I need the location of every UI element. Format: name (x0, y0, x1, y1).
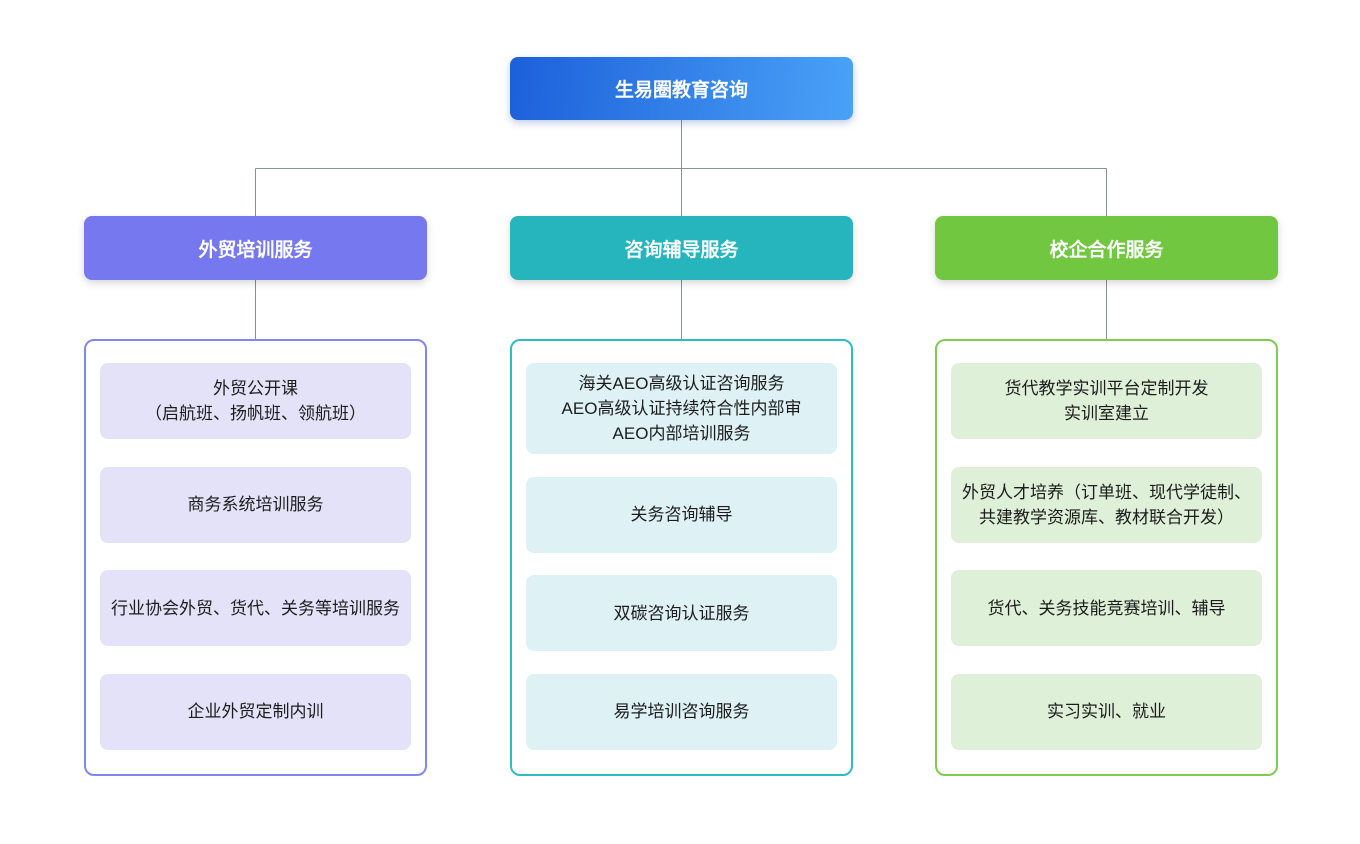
branch-header-trade-training: 外贸培训服务 (84, 216, 427, 280)
leaf-item: 外贸人才培养（订单班、现代学徒制、共建教学资源库、教材联合开发） (951, 466, 1262, 543)
leaf-item-text: 易学培训咨询服务 (613, 702, 750, 722)
leaf-item-text: 货代教学实训平台定制开发 实训室建立 (1004, 379, 1209, 423)
leaf-item-text: 双碳咨询认证服务 (613, 603, 750, 623)
leaf-item: 易学培训咨询服务 (526, 673, 837, 750)
branch-header-label: 咨询辅导服务 (624, 239, 739, 261)
leaf-item: 外贸公开课 （启航班、扬帆班、领航班） (100, 363, 411, 439)
leaf-item-text: 海关AEO高级认证咨询服务 AEO高级认证持续符合性内部审 AEO内部培训服务 (561, 374, 802, 443)
root-node-label: 生易圈教育咨询 (614, 80, 748, 101)
branch-header-school-enterprise: 校企合作服务 (935, 216, 1278, 280)
leaf-item: 货代教学实训平台定制开发 实训室建立 (951, 363, 1262, 439)
leaf-item: 行业协会外贸、货代、关务等培训服务 (100, 570, 411, 647)
leaf-item: 双碳咨询认证服务 (526, 575, 837, 652)
leaf-item-text: 实习实训、就业 (1047, 702, 1166, 722)
branch-container-school-enterprise: 货代教学实训平台定制开发 实训室建立 外贸人才培养（订单班、现代学徒制、共建教学… (935, 339, 1278, 776)
leaf-item: 企业外贸定制内训 (100, 673, 411, 750)
root-node: 生易圈教育咨询 (510, 57, 853, 120)
branch-container-trade-training: 外贸公开课 （启航班、扬帆班、领航班） 商务系统培训服务 行业协会外贸、货代、关… (84, 339, 427, 776)
leaf-item: 商务系统培训服务 (100, 466, 411, 543)
branch-header-consulting: 咨询辅导服务 (510, 216, 853, 280)
branch-header-label: 校企合作服务 (1049, 239, 1164, 261)
leaf-item: 关务咨询辅导 (526, 476, 837, 553)
leaf-item-text: 外贸人才培养（订单班、现代学徒制、共建教学资源库、教材联合开发） (962, 482, 1251, 527)
leaf-item-text: 商务系统培训服务 (187, 495, 324, 515)
branch-container-consulting: 海关AEO高级认证咨询服务 AEO高级认证持续符合性内部审 AEO内部培训服务 … (510, 339, 853, 776)
leaf-item-text: 货代、关务技能竞赛培训、辅导 (987, 598, 1226, 618)
leaf-item: 货代、关务技能竞赛培训、辅导 (951, 570, 1262, 647)
leaf-item-text: 行业协会外贸、货代、关务等培训服务 (111, 598, 400, 618)
leaf-item-text: 关务咨询辅导 (630, 505, 733, 525)
leaf-item-text: 外贸公开课 （启航班、扬帆班、领航班） (145, 379, 366, 423)
leaf-item: 海关AEO高级认证咨询服务 AEO高级认证持续符合性内部审 AEO内部培训服务 (526, 363, 837, 454)
leaf-item-text: 企业外贸定制内训 (187, 702, 324, 722)
leaf-item: 实习实训、就业 (951, 673, 1262, 750)
branch-header-label: 外贸培训服务 (198, 239, 313, 261)
